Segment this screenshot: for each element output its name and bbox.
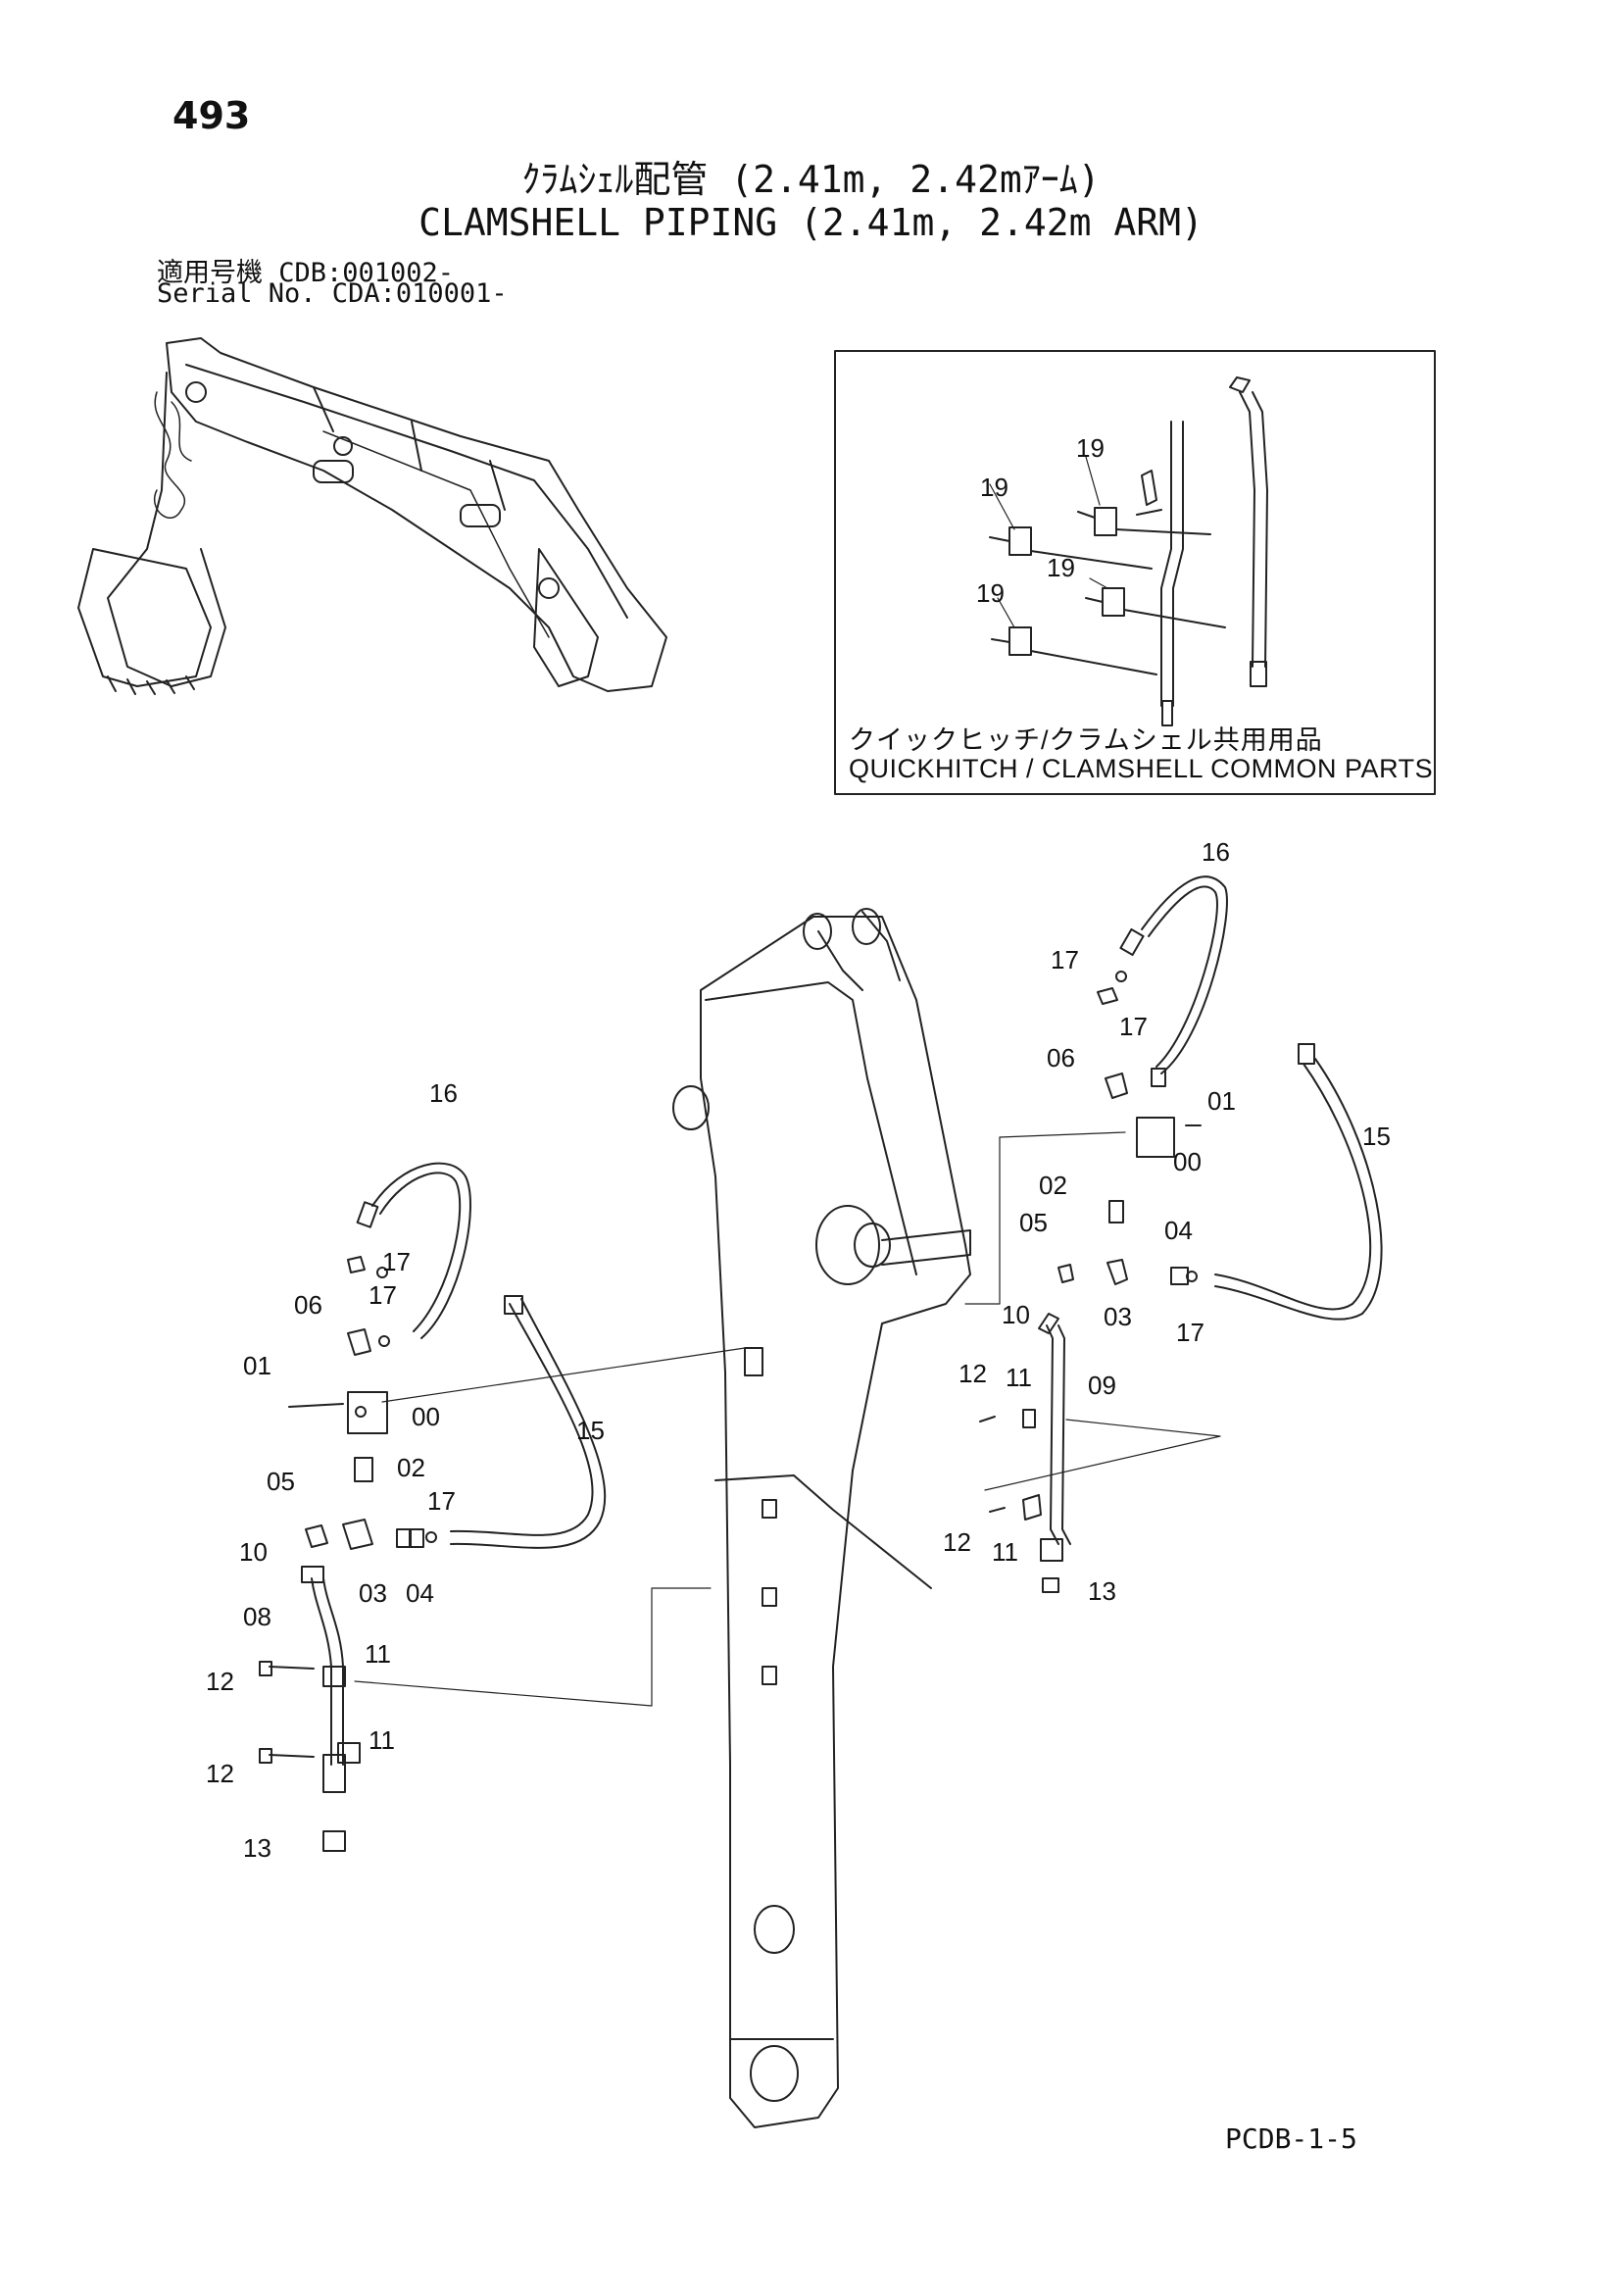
callout-label: 04 [406, 1578, 434, 1608]
arm-structure [672, 908, 971, 2128]
callout-label: 17 [369, 1280, 397, 1310]
callout-label: 06 [1047, 1043, 1075, 1073]
callout-label: 01 [243, 1351, 271, 1380]
right-piping-assembly [979, 875, 1383, 1593]
callout-label: 11 [992, 1537, 1018, 1567]
callout-label: 19 [1076, 433, 1105, 463]
callout-label: 04 [1164, 1216, 1193, 1245]
callout-label: 03 [1104, 1302, 1132, 1331]
callout-label: 11 [369, 1725, 395, 1755]
quickhitch-inset [834, 350, 1436, 795]
callout-label: 00 [1173, 1147, 1202, 1176]
page-number: 493 [172, 94, 251, 137]
callout-label: 19 [976, 578, 1005, 608]
callout-label: 05 [267, 1467, 295, 1496]
callout-label: 01 [1207, 1086, 1236, 1116]
callout-label: 10 [1002, 1300, 1030, 1329]
callout-label: 13 [243, 1833, 271, 1863]
callout-label: 06 [294, 1290, 322, 1320]
callout-label: 13 [1088, 1576, 1116, 1606]
callout-label: 11 [365, 1639, 391, 1669]
callout-label: 15 [1362, 1122, 1391, 1151]
serial-number-range: Serial No. CDA:010001- [157, 278, 508, 309]
right-callouts: 16 17 17 06 01 00 15 02 05 04 10 03 17 1… [943, 837, 1391, 1606]
callout-label: 17 [1176, 1318, 1204, 1347]
inset-caption-english: QUICKHITCH / CLAMSHELL COMMON PARTS [849, 754, 1434, 783]
callout-label: 02 [397, 1453, 425, 1482]
right-leader-lines [964, 1131, 1221, 1491]
applicable-serial-japanese: 適用号機 CDB:001002- [157, 258, 455, 288]
callout-label: 19 [980, 473, 1008, 502]
left-callouts: 16 17 17 06 01 00 15 02 05 17 10 03 04 0… [206, 1078, 605, 1863]
excavator-overview-illustration [77, 337, 667, 695]
callout-label: 02 [1039, 1171, 1067, 1200]
callout-label: 11 [1006, 1363, 1032, 1392]
callout-label: 10 [239, 1537, 268, 1567]
callout-label: 16 [429, 1078, 458, 1108]
page-title-english: CLAMSHELL PIPING (2.41m, 2.42m ARM) [418, 201, 1204, 244]
callout-label: 05 [1019, 1208, 1048, 1237]
callout-label: 12 [206, 1667, 234, 1696]
callout-label: 19 [1047, 553, 1075, 582]
callout-label: 08 [243, 1602, 271, 1631]
left-leader-lines [354, 1347, 746, 1707]
callout-label: 17 [1051, 945, 1079, 974]
callout-label: 17 [1119, 1012, 1148, 1041]
page-title-japanese: ｸﾗﾑｼｪﾙ配管 (2.41m, 2.42mｱｰﾑ) [521, 158, 1101, 201]
callout-label: 00 [412, 1402, 440, 1431]
callout-label: 12 [206, 1759, 234, 1788]
document-code: PCDB-1-5 [1225, 2122, 1357, 2155]
callout-label: 09 [1088, 1371, 1116, 1400]
callout-label: 12 [943, 1527, 971, 1557]
callout-label: 03 [359, 1578, 387, 1608]
callout-label: 12 [958, 1359, 987, 1388]
callout-label: 17 [382, 1247, 411, 1276]
callout-label: 16 [1202, 837, 1230, 867]
callout-label: 17 [427, 1486, 456, 1516]
callout-label: 15 [576, 1416, 605, 1445]
inset-callouts: 19 19 19 19 [976, 433, 1105, 608]
inset-caption-japanese: クイックヒッチ/クラムシェル共用用品 [849, 725, 1323, 755]
